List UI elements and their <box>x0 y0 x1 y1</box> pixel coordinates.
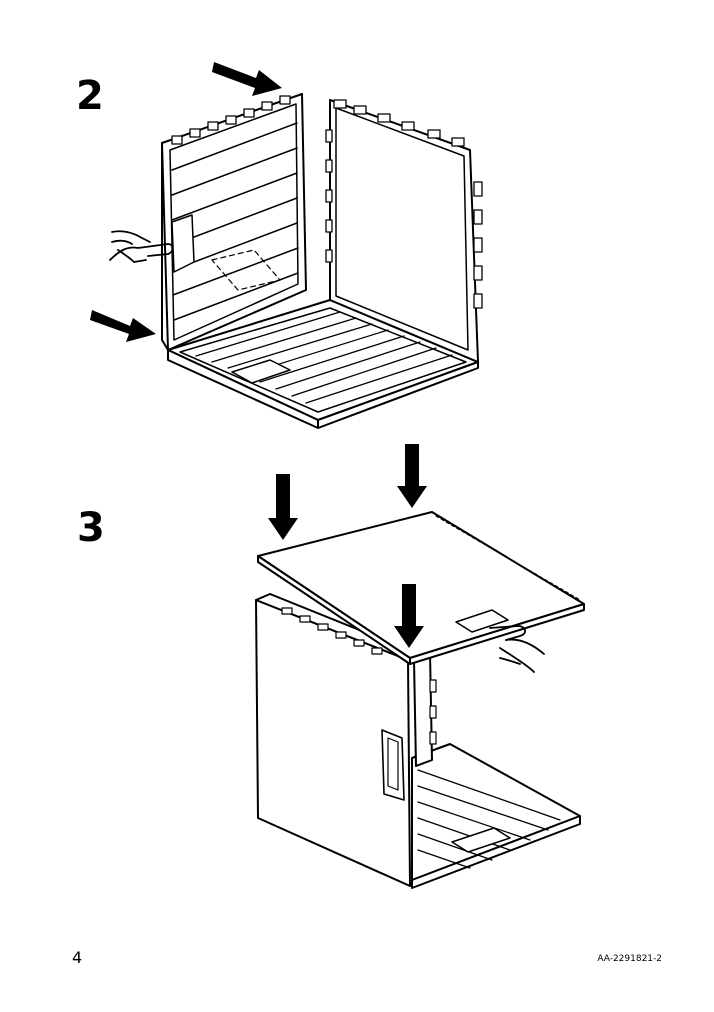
step-3-box-lid <box>255 444 585 889</box>
left-wall-panel <box>161 93 307 351</box>
step-number-2: 2 <box>76 73 104 119</box>
arrow-icon <box>90 310 156 342</box>
floor-tray <box>411 743 581 889</box>
arrow-down-icon <box>268 474 298 540</box>
step-number-3: 3 <box>77 505 105 551</box>
document-code: AA-2291821-2 <box>597 954 662 964</box>
lid-panel <box>257 511 585 665</box>
hand-icon <box>489 625 545 673</box>
back-wall-edge <box>413 651 437 767</box>
right-wall-panel <box>325 99 483 363</box>
step-2-box-open <box>90 62 483 429</box>
arrow-icon <box>212 62 282 96</box>
side-panel <box>255 593 415 887</box>
page-number: 4 <box>72 948 83 967</box>
arrow-down-icon <box>397 444 427 508</box>
hand-icon <box>109 230 174 263</box>
arrow-down-icon <box>394 584 424 648</box>
